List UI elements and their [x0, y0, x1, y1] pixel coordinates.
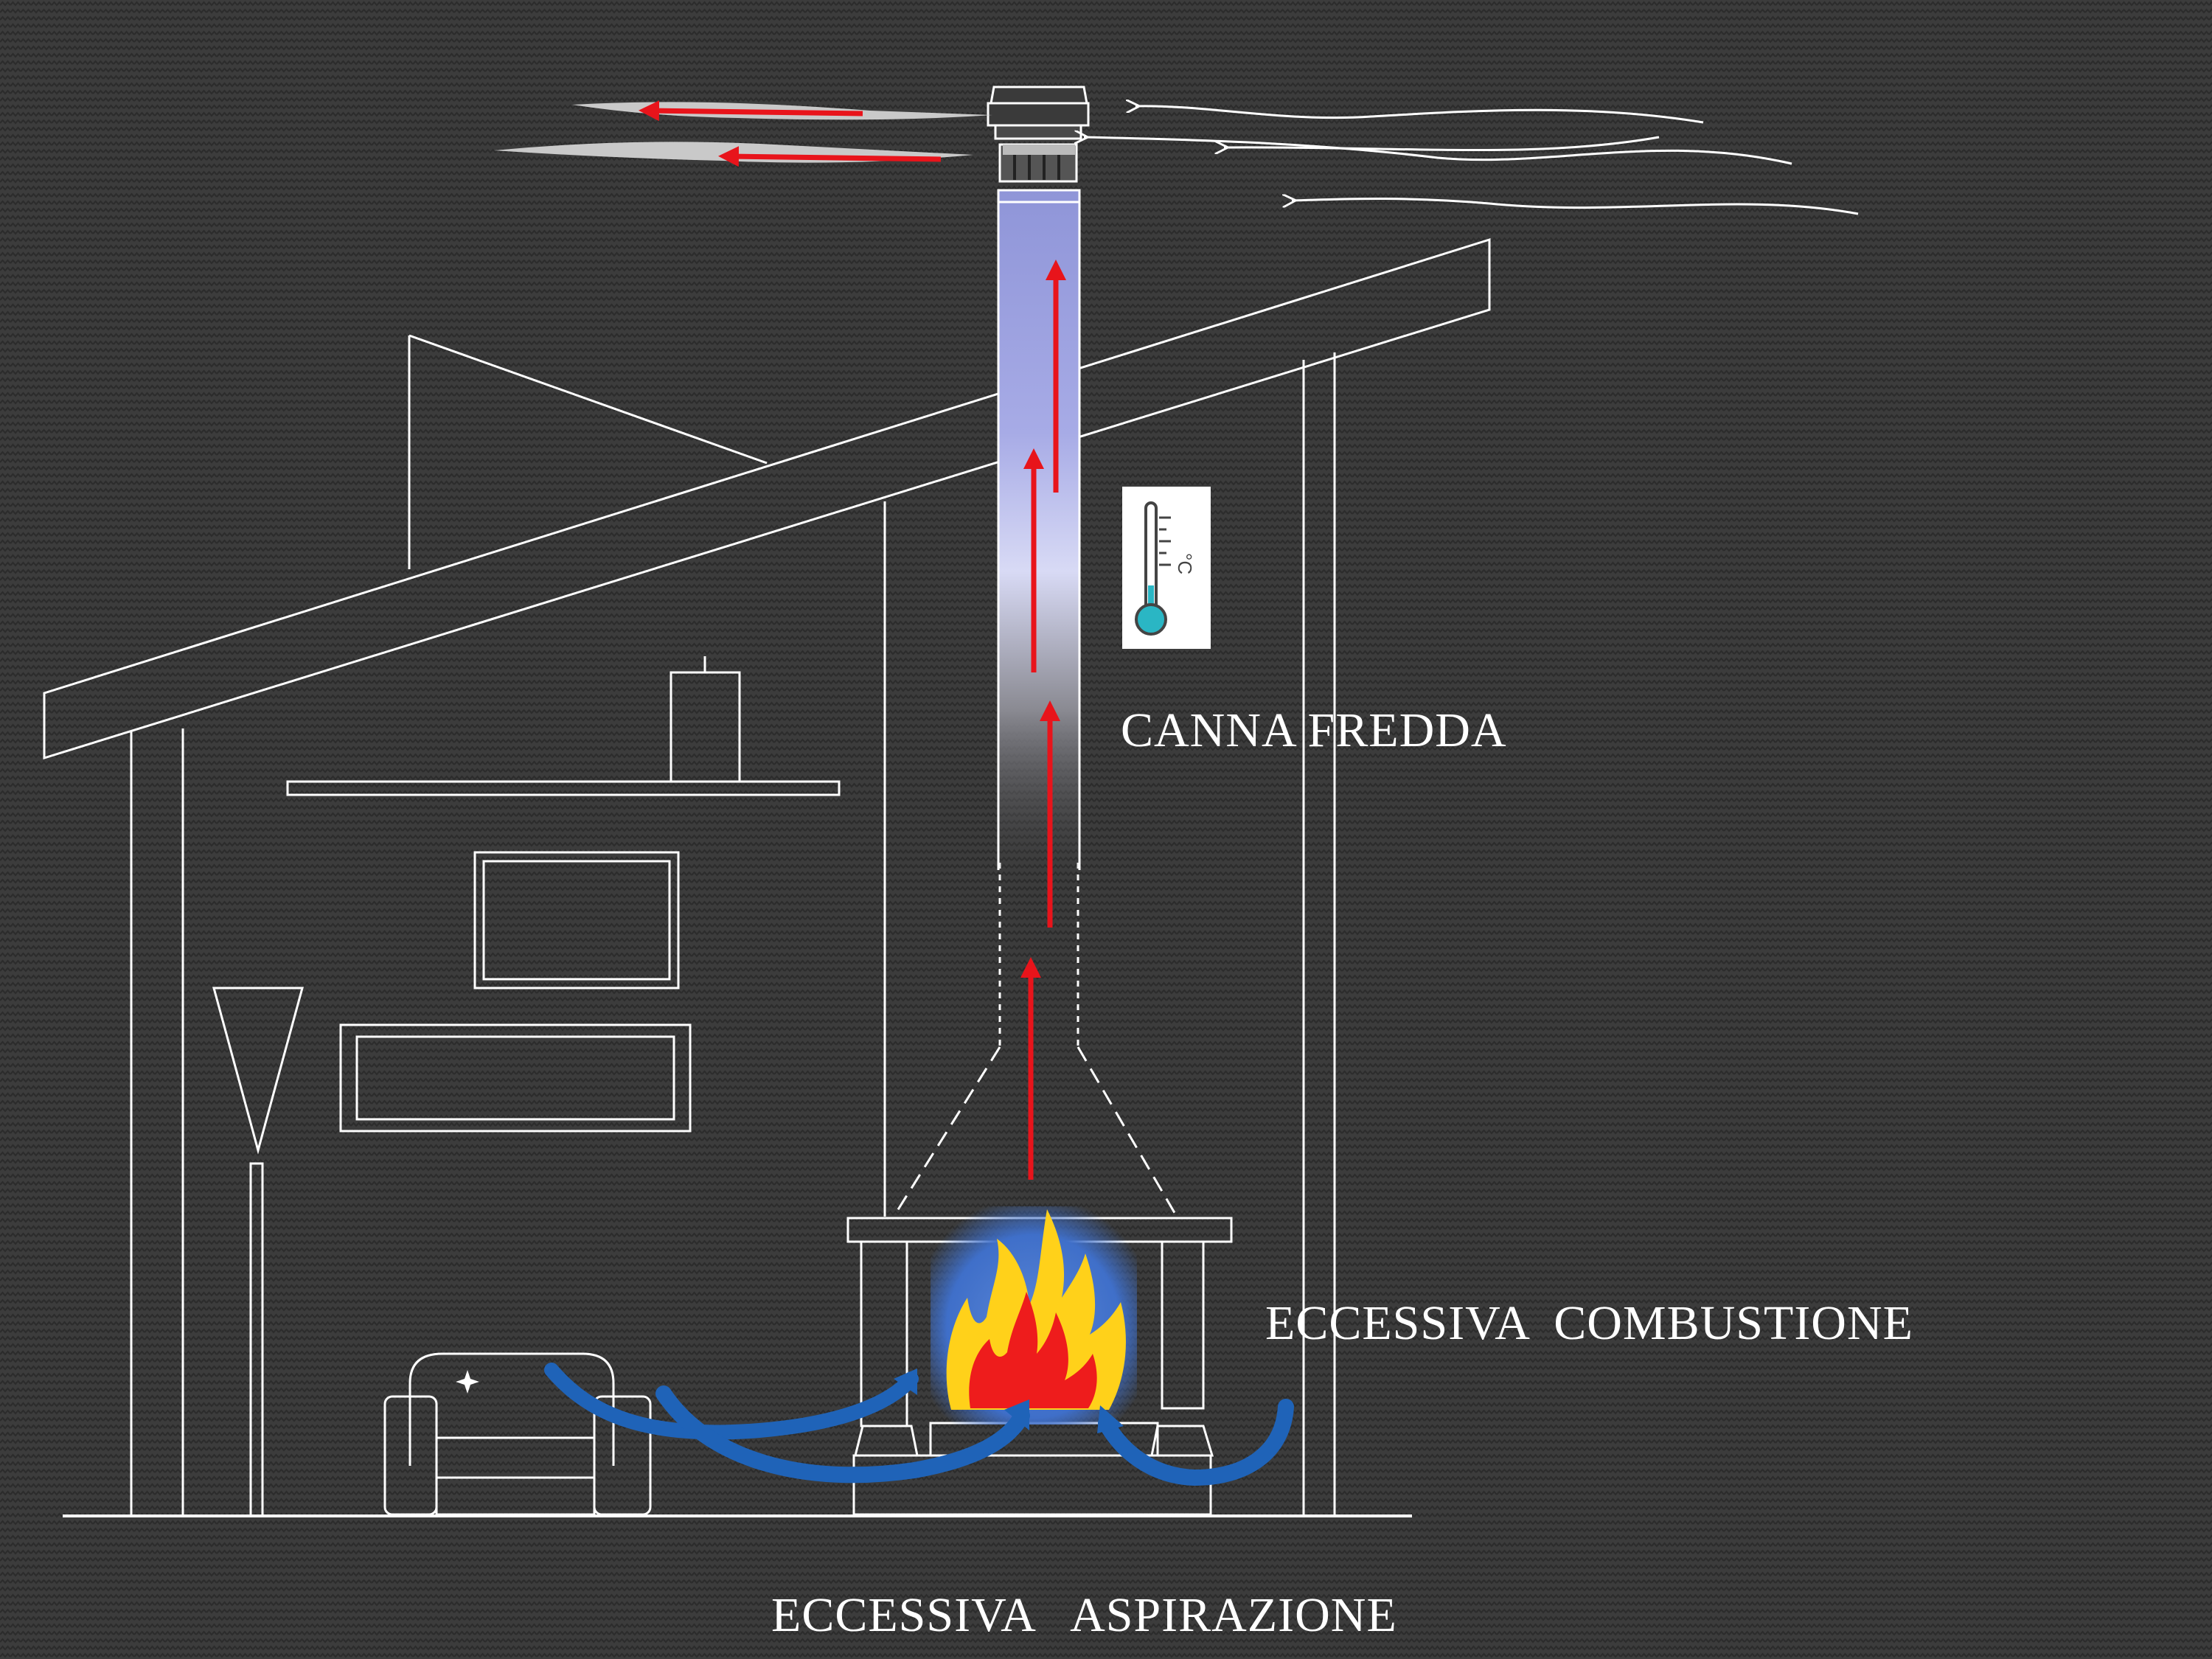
floor-lamp — [212, 987, 304, 1517]
chimney-cap — [987, 86, 1090, 183]
air-intake-arrows — [544, 1363, 1294, 1486]
thermometer-icon: °C — [1122, 487, 1211, 649]
wall-frames — [339, 851, 692, 1133]
armchair — [383, 1352, 652, 1516]
label-eccessiva-combustione: ECCESSIVA COMBUSTIONE — [1265, 1296, 1913, 1350]
smoke-exhaust — [494, 100, 992, 167]
draft-flow-arrows — [1020, 260, 1066, 1180]
chimney-flue — [997, 189, 1081, 883]
sparkle-icon — [456, 1370, 479, 1394]
label-eccessiva-aspirazione: ECCESSIVA ASPIRAZIONE — [771, 1588, 1397, 1642]
fire-icon — [931, 1206, 1137, 1425]
thermometer-unit: °C — [1174, 553, 1196, 574]
label-canna-fredda: CANNA FREDDA — [1121, 703, 1507, 757]
shelf — [286, 656, 841, 796]
wind-flow — [1084, 106, 1859, 215]
